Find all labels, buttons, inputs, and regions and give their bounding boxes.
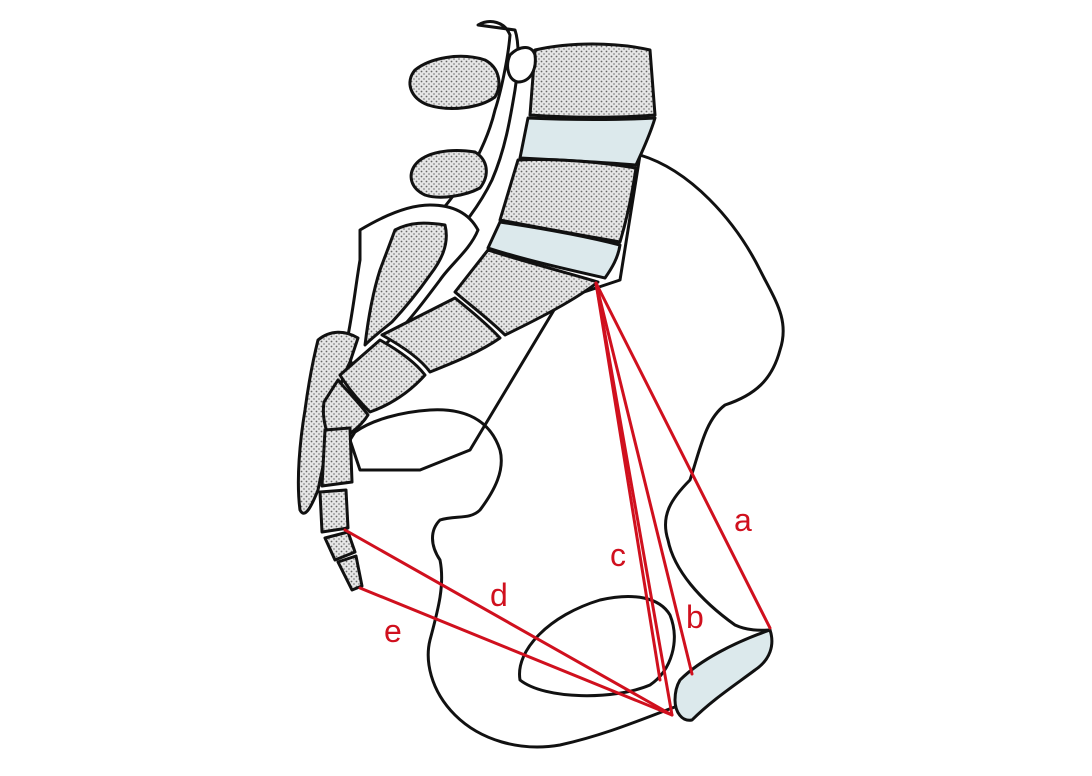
line-a (594, 281, 772, 630)
intervertebral-disc-upper (518, 116, 657, 167)
spinous-process (506, 46, 537, 84)
label-b: b (686, 599, 704, 635)
label-d: d (490, 577, 508, 613)
measurement-lines (343, 281, 772, 717)
articular-process-upper (408, 54, 501, 110)
sacral-segment-s1 (453, 248, 600, 337)
sacral-segment-s3 (338, 338, 427, 414)
label-a: a (734, 502, 752, 538)
label-c: c (610, 537, 626, 573)
coccyx-segment-1 (320, 426, 354, 488)
sacral-dotted-strip (363, 221, 448, 347)
coccyx-segment-3 (323, 530, 357, 562)
line-d (343, 528, 674, 717)
line-b (594, 281, 694, 676)
coccyx-segment-2 (318, 488, 350, 534)
obturator-foramen (518, 595, 676, 698)
pubic-symphysis (673, 628, 774, 722)
label-e: e (384, 613, 402, 649)
sacral-segment-s2 (380, 296, 502, 374)
coccyx-segment-tip (336, 554, 364, 592)
line-c-inner (594, 281, 662, 682)
articular-process-middle (409, 149, 488, 199)
lumbar-vertebra-l4 (528, 42, 657, 119)
line-e (358, 586, 674, 717)
intervertebral-disc-lower (486, 220, 622, 280)
